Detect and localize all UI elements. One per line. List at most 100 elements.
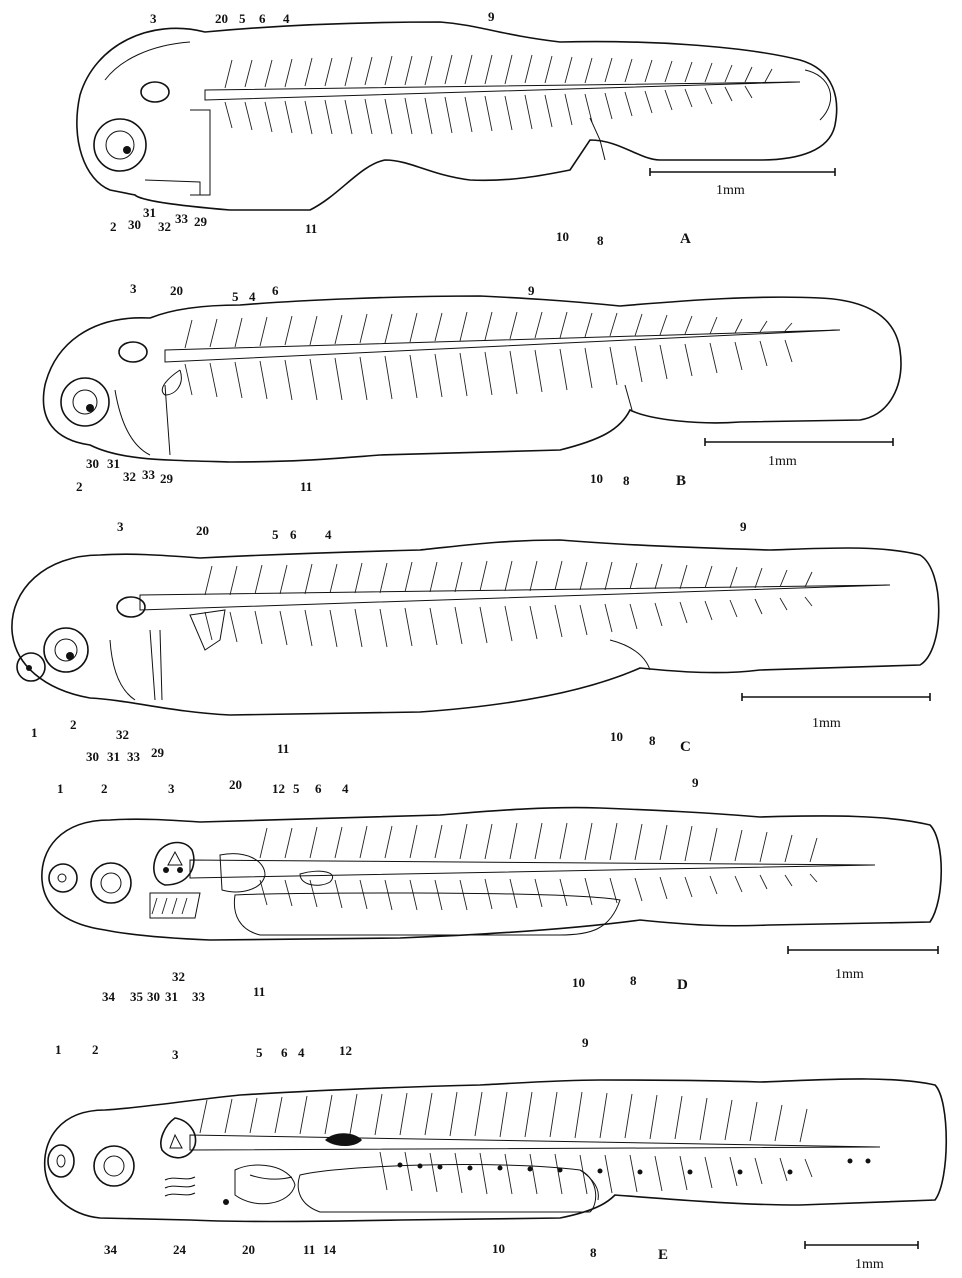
label-d-5: 5: [293, 782, 300, 795]
panel-letter-a: A: [680, 232, 691, 247]
panel-letter-e: E: [658, 1248, 668, 1263]
label-b-32: 32: [123, 470, 136, 483]
label-b-11: 11: [300, 480, 312, 493]
panel-letter-d: D: [677, 978, 688, 993]
label-b-6: 6: [272, 284, 279, 297]
label-e-11: 11: [303, 1243, 315, 1256]
label-c-6: 6: [290, 528, 297, 541]
label-b-33: 33: [142, 468, 155, 481]
label-e-4: 4: [298, 1046, 305, 1059]
label-c-32: 32: [116, 728, 129, 741]
label-c-8: 8: [649, 734, 656, 747]
larva-a: [77, 22, 837, 210]
label-e-10: 10: [492, 1242, 505, 1255]
label-c-11: 11: [277, 742, 289, 755]
label-d-4: 4: [342, 782, 349, 795]
label-c-20: 20: [196, 524, 209, 537]
label-a-11: 11: [305, 222, 317, 235]
scale-label-a: 1mm: [716, 184, 745, 198]
myomere-band-b: [185, 312, 792, 400]
label-b-3: 3: [130, 282, 137, 295]
label-a-30: 30: [128, 218, 141, 231]
label-a-31: 31: [143, 206, 156, 219]
label-d-3: 3: [168, 782, 175, 795]
label-c-9: 9: [740, 520, 747, 533]
label-d-8: 8: [630, 974, 637, 987]
label-b-29: 29: [160, 472, 173, 485]
label-c-1: 1: [31, 726, 38, 739]
label-b-2: 2: [76, 480, 83, 493]
label-a-32: 32: [158, 220, 171, 233]
label-e-5: 5: [256, 1046, 263, 1059]
label-d-2: 2: [101, 782, 108, 795]
label-c-31: 31: [107, 750, 120, 763]
label-d-10: 10: [572, 976, 585, 989]
label-c-33: 33: [127, 750, 140, 763]
label-a-3: 3: [150, 12, 157, 25]
label-d-11: 11: [253, 985, 265, 998]
label-b-9: 9: [528, 284, 535, 297]
label-c-29: 29: [151, 746, 164, 759]
label-b-8: 8: [623, 474, 630, 487]
label-c-2: 2: [70, 718, 77, 731]
myomere-band-d: [260, 823, 817, 910]
scale-label-b: 1mm: [768, 455, 797, 469]
label-a-29: 29: [194, 215, 207, 228]
label-c-3: 3: [117, 520, 124, 533]
label-d-1: 1: [57, 782, 64, 795]
scale-label-e: 1mm: [855, 1258, 884, 1272]
label-c-10: 10: [610, 730, 623, 743]
label-b-10: 10: [590, 472, 603, 485]
label-a-10: 10: [556, 230, 569, 243]
label-d-12: 12: [272, 782, 285, 795]
label-e-2: 2: [92, 1043, 99, 1056]
label-e-3: 3: [172, 1048, 179, 1061]
label-b-31: 31: [107, 457, 120, 470]
label-a-33: 33: [175, 212, 188, 225]
panel-letter-b: B: [676, 474, 686, 489]
larva-d: [42, 808, 941, 954]
panel-letter-c: C: [680, 740, 691, 755]
label-e-14: 14: [323, 1243, 336, 1256]
label-e-24: 24: [173, 1243, 186, 1256]
label-c-4: 4: [325, 528, 332, 541]
myomere-band-c: [205, 561, 812, 647]
label-d-33: 33: [192, 990, 205, 1003]
larva-e: [45, 1079, 947, 1249]
label-e-9: 9: [582, 1036, 589, 1049]
label-a-6: 6: [259, 12, 266, 25]
label-d-31: 31: [165, 990, 178, 1003]
label-c-5: 5: [272, 528, 279, 541]
scale-label-d: 1mm: [835, 968, 864, 982]
label-d-35: 35: [130, 990, 143, 1003]
label-c-30: 30: [86, 750, 99, 763]
larva-c: [12, 540, 939, 715]
label-d-6: 6: [315, 782, 322, 795]
label-e-20: 20: [242, 1243, 255, 1256]
label-e-6: 6: [281, 1046, 288, 1059]
myomere-band-a: [225, 55, 772, 134]
label-e-12: 12: [339, 1044, 352, 1057]
label-a-20: 20: [215, 12, 228, 25]
melanophores-e: [223, 1159, 871, 1206]
label-b-20: 20: [170, 284, 183, 297]
label-d-32: 32: [172, 970, 185, 983]
label-b-5: 5: [232, 290, 239, 303]
label-e-34: 34: [104, 1243, 117, 1256]
label-d-20: 20: [229, 778, 242, 791]
label-a-5: 5: [239, 12, 246, 25]
label-d-9: 9: [692, 776, 699, 789]
larva-b: [43, 296, 900, 462]
label-e-1: 1: [55, 1043, 62, 1056]
label-d-30: 30: [147, 990, 160, 1003]
label-a-2: 2: [110, 220, 117, 233]
label-a-4: 4: [283, 12, 290, 25]
label-a-8: 8: [597, 234, 604, 247]
label-d-34: 34: [102, 990, 115, 1003]
label-a-9: 9: [488, 10, 495, 23]
label-b-4: 4: [249, 290, 256, 303]
label-e-8: 8: [590, 1246, 597, 1259]
scale-label-c: 1mm: [812, 717, 841, 731]
